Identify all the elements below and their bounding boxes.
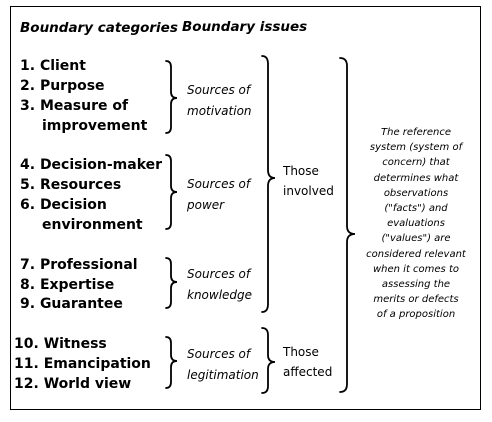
category-emancipation: 11. Emancipation bbox=[14, 356, 151, 372]
brace-group-2 bbox=[165, 154, 178, 230]
issues-header: Boundary issues bbox=[182, 19, 308, 35]
categories-header: Boundary categories bbox=[20, 20, 178, 36]
category-witness: 10. Witness bbox=[14, 336, 107, 352]
brace-group-1 bbox=[165, 60, 178, 134]
reference-system-text: The reference system (system of concern)… bbox=[366, 127, 466, 321]
brace-affected bbox=[261, 327, 276, 394]
category-expertise: 8. Expertise bbox=[20, 277, 115, 293]
brace-group-4 bbox=[165, 336, 178, 389]
brace-reference bbox=[339, 57, 356, 393]
category-decision-maker: 4. Decision-maker bbox=[20, 157, 163, 173]
brace-involved bbox=[261, 55, 276, 313]
brace-group-3 bbox=[165, 257, 178, 309]
category-resources: 5. Resources bbox=[20, 177, 122, 193]
category-professional: 7. Professional bbox=[20, 257, 138, 273]
category-guarantee: 9. Guarantee bbox=[20, 296, 123, 312]
diagram-frame bbox=[10, 6, 481, 410]
category-client: 1. Client bbox=[20, 58, 86, 74]
category-world-view: 12. World view bbox=[14, 376, 132, 392]
category-purpose: 2. Purpose bbox=[20, 78, 105, 94]
